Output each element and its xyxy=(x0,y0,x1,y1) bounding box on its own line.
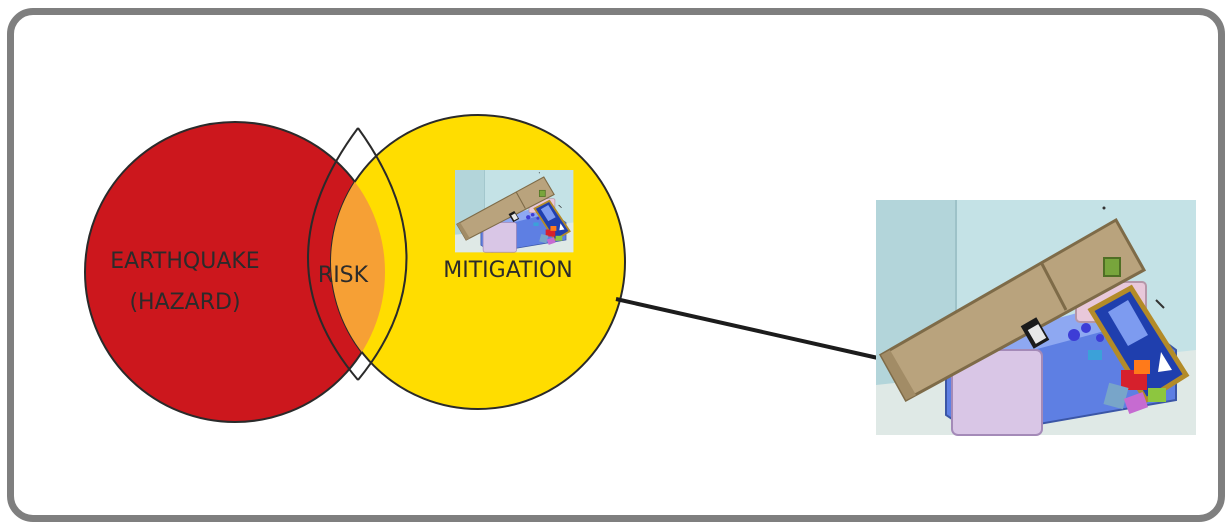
hazard-label-line1: EARTHQUAKE xyxy=(110,249,259,274)
mitigation-label: MITIGATION xyxy=(443,258,573,283)
risk-overlap xyxy=(307,122,408,409)
connector-line xyxy=(615,297,879,360)
mitigation-thumbnail xyxy=(454,169,575,254)
fallen-furniture-illustration xyxy=(876,200,1196,435)
risk-label: RISK xyxy=(318,263,369,288)
hazard-label-line2: (HAZARD) xyxy=(129,290,240,315)
